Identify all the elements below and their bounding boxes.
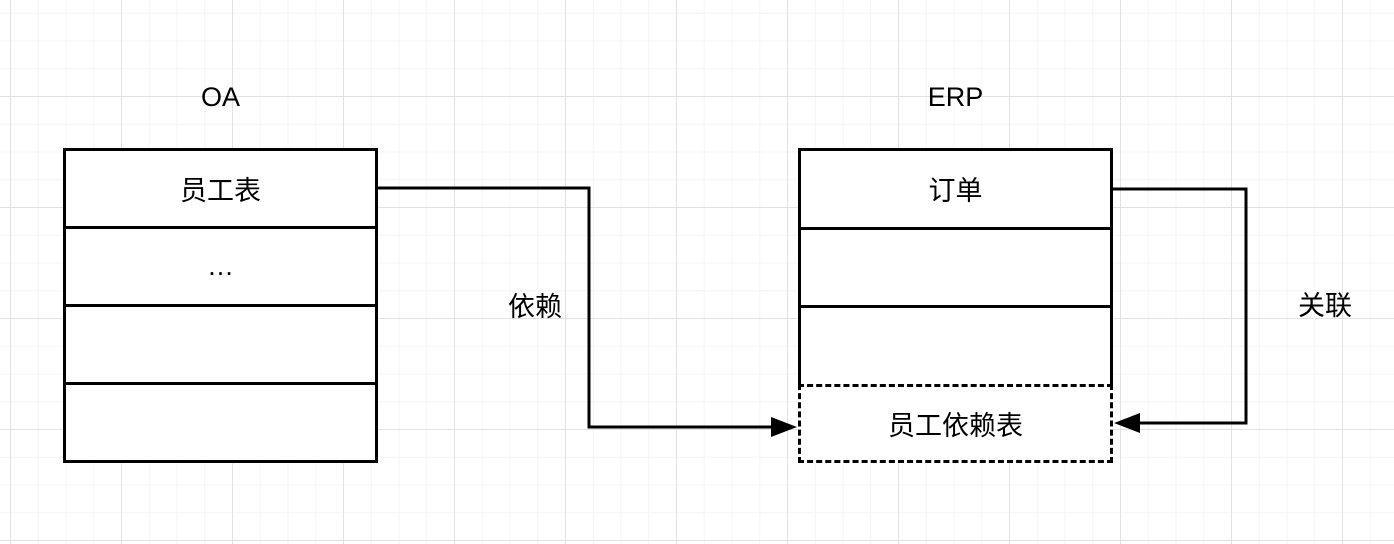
table-row: [801, 305, 1110, 384]
oa-table: 员工表 …: [63, 148, 378, 463]
table-row: [66, 304, 375, 382]
table-row: 订单: [928, 176, 983, 207]
oa-system-title: OA: [200, 82, 240, 112]
association-connector: [1112, 187, 1248, 433]
arrowhead-icon: [1114, 413, 1140, 433]
table-row: [801, 226, 1110, 306]
erp-system-title: ERP: [927, 82, 984, 112]
arrowhead-icon: [771, 417, 797, 437]
dependency-connector: [377, 186, 797, 437]
table-row: …: [66, 226, 375, 304]
edge-label-dependency: 依赖: [508, 292, 562, 322]
erp-dashed-row: 员工依赖表: [798, 384, 1113, 463]
edge-label-association: 关联: [1298, 291, 1352, 321]
erp-table: 订单: [798, 148, 1113, 384]
table-row: 员工表: [180, 176, 261, 206]
table-row: [66, 382, 375, 460]
